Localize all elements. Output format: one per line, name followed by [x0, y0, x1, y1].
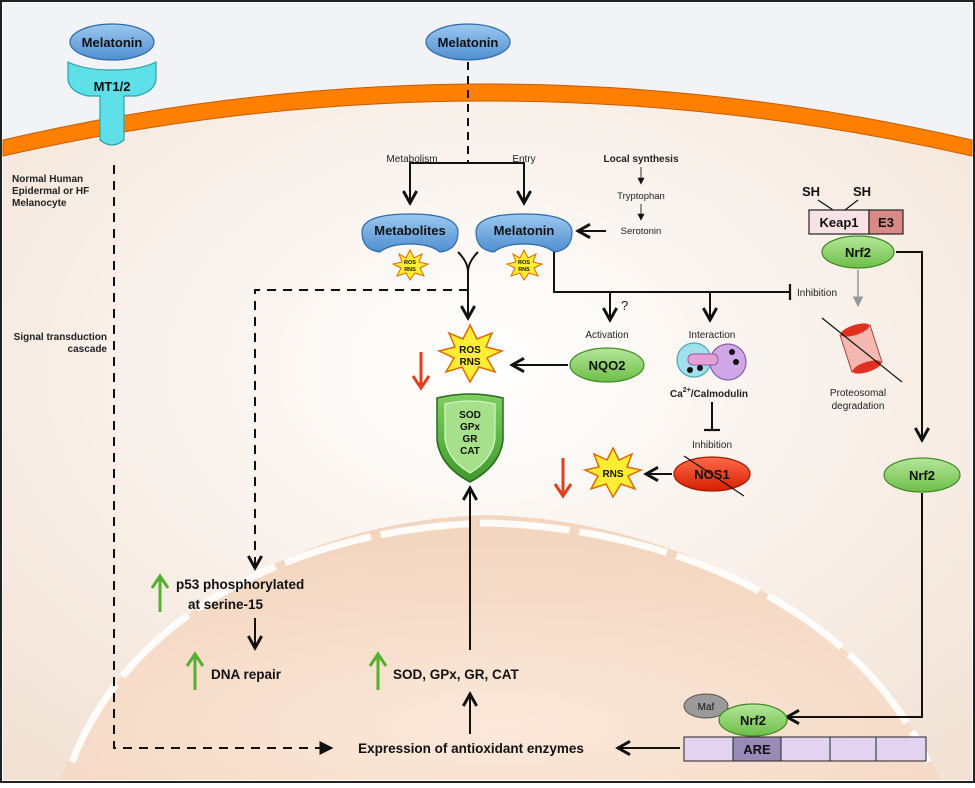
melatonin-center-label: Melatonin	[438, 35, 499, 50]
burst-ros-1: ROS	[404, 260, 416, 266]
sh2-label: SH	[853, 184, 871, 199]
signal-label-2: cascade	[68, 344, 108, 355]
receptor-label: MT1/2	[94, 79, 131, 94]
shield-sod: SOD	[459, 410, 481, 421]
keap1-label: Keap1	[819, 215, 858, 230]
proteosome-icon	[821, 317, 903, 383]
are-label: ARE	[743, 742, 771, 757]
e3-label: E3	[878, 215, 894, 230]
enzymes-list-label: SOD, GPx, GR, CAT	[393, 667, 520, 682]
nos1-node: NOS1	[673, 455, 751, 497]
burst-rns-2: RNS	[518, 267, 530, 273]
keap1-e3-complex: Keap1 E3	[808, 209, 904, 235]
melatonin-effects-line	[553, 252, 790, 293]
p53-dashed-arrow	[255, 289, 468, 568]
inhibition-nos-label: Inhibition	[692, 440, 732, 451]
up-arrow-dna-repair	[185, 651, 205, 690]
ros-rns-burst-main: ROS RNS	[436, 323, 505, 384]
up-arrow-enzymes	[368, 651, 388, 690]
melatonin-inner-node: Melatonin	[475, 213, 573, 253]
cell-type-label-2: Epidermal or HF	[12, 186, 89, 197]
proteosome-strike	[821, 317, 903, 383]
down-arrow-ros	[411, 352, 431, 391]
nrf2-mid-node: Nrf2	[883, 457, 961, 493]
burst-rns-1: RNS	[404, 267, 416, 273]
cell-type-label-1: Normal Human	[12, 174, 83, 185]
metabolites-node: Metabolites	[361, 213, 459, 253]
cell-membrane	[2, 83, 973, 157]
sh1-label: SH	[802, 184, 820, 199]
nqo2-node: NQO2	[569, 347, 645, 383]
nos1-strike	[683, 455, 745, 497]
ros-rns-burst-metabolites: ROS RNS	[391, 248, 430, 281]
down-arrow-rns	[553, 458, 573, 499]
rns-burst-label: RNS	[602, 469, 623, 480]
nrf2-bottom-label: Nrf2	[740, 713, 766, 728]
signal-transduction-arrow	[113, 165, 334, 755]
up-arrow-p53	[150, 573, 170, 612]
tryptophan-label: Tryptophan	[617, 191, 665, 202]
nrf2-mid-label: Nrf2	[909, 468, 935, 483]
dna-repair-label: DNA repair	[211, 667, 282, 682]
ros-rns-burst-melatonin: ROS RNS	[505, 248, 544, 281]
question-mark: ?	[621, 298, 628, 313]
entry-arrow	[468, 162, 524, 203]
main-rns-label: RNS	[459, 357, 480, 368]
melatonin-left-label: Melatonin	[82, 35, 143, 50]
local-synthesis-label: Local synthesis	[603, 154, 678, 165]
main-ros-label: ROS	[459, 345, 481, 356]
metabolism-arrow	[410, 162, 468, 203]
signal-label-1: Signal transduction	[14, 332, 107, 343]
calmodulin-icon	[676, 342, 747, 381]
melatonin-center: Melatonin	[425, 23, 511, 61]
nrf2-translocation-arrow	[896, 251, 922, 440]
nrf2-top-node: Nrf2	[821, 235, 895, 269]
expression-label: Expression of antioxidant enzymes	[358, 741, 584, 756]
cell-type-label-3: Melanocyte	[12, 198, 67, 209]
merge-connector	[457, 251, 479, 273]
entry-label: Entry	[512, 154, 535, 165]
maf-node: Maf	[683, 693, 729, 719]
p53-label-2: at serine-15	[188, 597, 264, 612]
serotonin-label: Serotonin	[621, 226, 662, 237]
nrf2-bottom-node: Nrf2	[718, 703, 788, 737]
nqo2-label: NQO2	[589, 358, 626, 373]
are-dna-strip: ARE	[683, 736, 927, 762]
mt1-2-receptor: MT1/2	[67, 61, 157, 146]
proteosomal-label-1: Proteosomal	[830, 388, 886, 399]
activation-label: Activation	[585, 330, 628, 341]
ca-calmodulin-label: Ca2+/Calmodulin	[670, 387, 748, 400]
sh1-bond	[817, 199, 834, 211]
metabolites-label: Metabolites	[374, 223, 446, 238]
nrf2-top-label: Nrf2	[845, 245, 871, 260]
shield-gpx: GPx	[460, 422, 480, 433]
proteosomal-label-2: degradation	[832, 401, 885, 412]
burst-ros-2: ROS	[518, 260, 530, 266]
nrf2-to-are-arrow	[787, 493, 923, 717]
melatonin-left: Melatonin	[69, 23, 155, 61]
melatonin-inner-label: Melatonin	[494, 223, 555, 238]
nuclear-envelope	[68, 519, 932, 764]
p53-label-1: p53 phosphorylated	[176, 577, 304, 592]
maf-label: Maf	[698, 702, 715, 713]
shield-gr: GR	[463, 434, 479, 445]
shield-cat: CAT	[460, 446, 480, 457]
inhibition-right-label: Inhibition	[797, 288, 837, 299]
rns-burst: RNS	[582, 446, 644, 499]
metabolism-label: Metabolism	[386, 154, 437, 165]
antioxidant-shield: SOD GPx GR CAT	[436, 393, 504, 483]
interaction-label: Interaction	[689, 330, 736, 341]
sh2-bond	[844, 199, 859, 211]
